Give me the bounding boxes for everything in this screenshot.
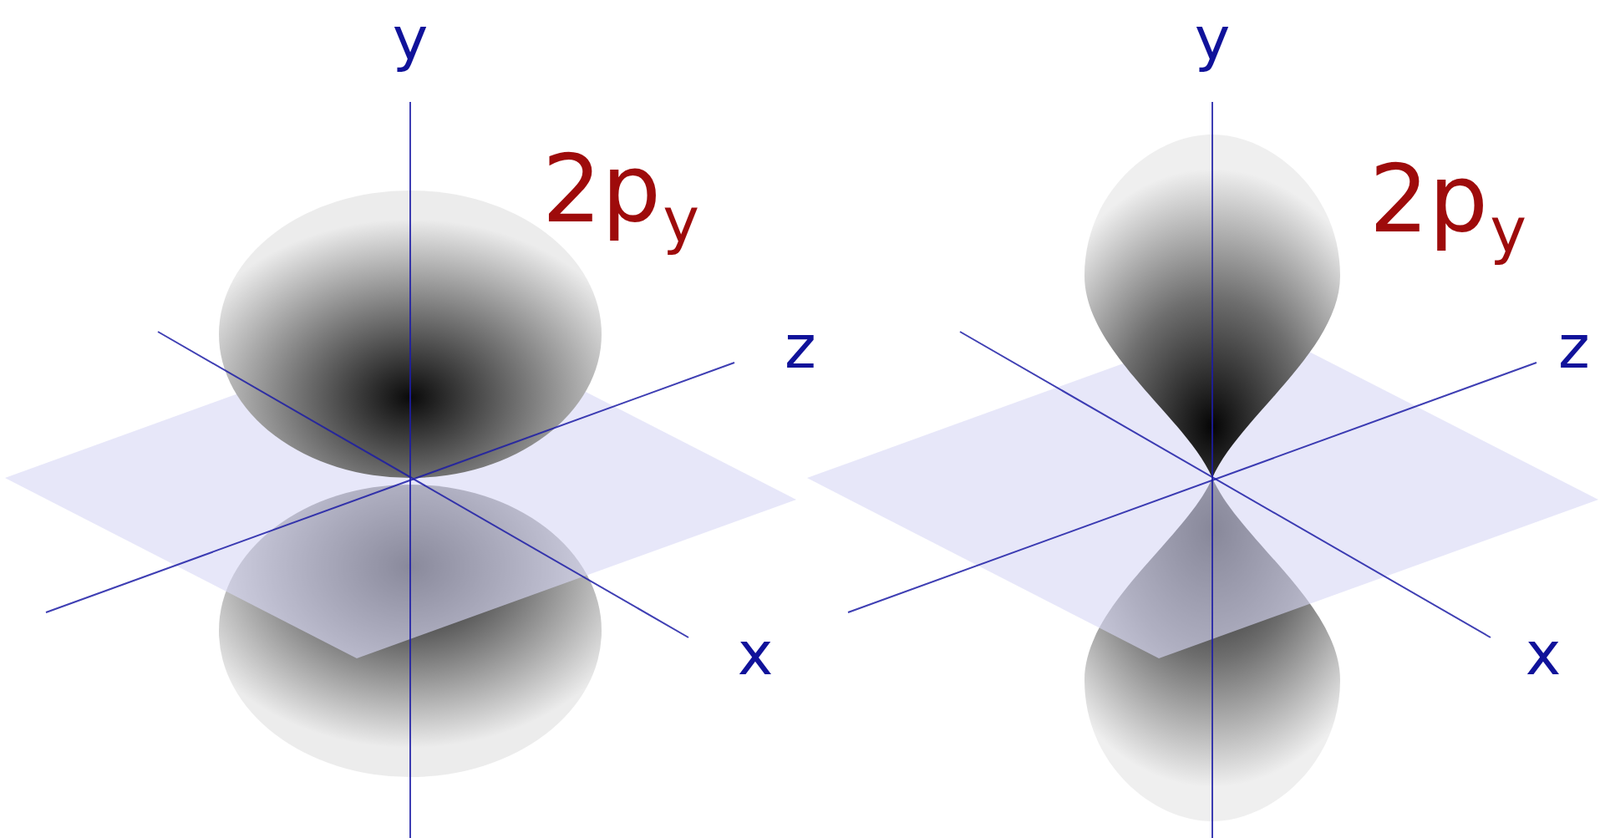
orbital-left — [5, 101, 797, 838]
y-axis — [409, 101, 412, 838]
axis-label: z — [1558, 316, 1590, 377]
orbital-subscript: y — [1489, 198, 1527, 261]
orbital-name: 2p — [542, 142, 661, 236]
x-axis — [960, 331, 1491, 638]
axis-label: x — [737, 623, 774, 684]
orbital-right — [807, 101, 1599, 838]
z-axis — [848, 362, 1537, 613]
axis-label: z — [784, 316, 817, 377]
orbital-name: 2p — [1369, 152, 1489, 246]
y-axis — [1211, 101, 1214, 838]
x-axis — [157, 331, 689, 638]
axis-label: y — [392, 8, 429, 69]
axis-label: x — [1525, 623, 1562, 684]
axis-label: y — [1194, 8, 1231, 69]
z-axis — [45, 362, 735, 613]
orbital-subscript: y — [662, 188, 700, 251]
